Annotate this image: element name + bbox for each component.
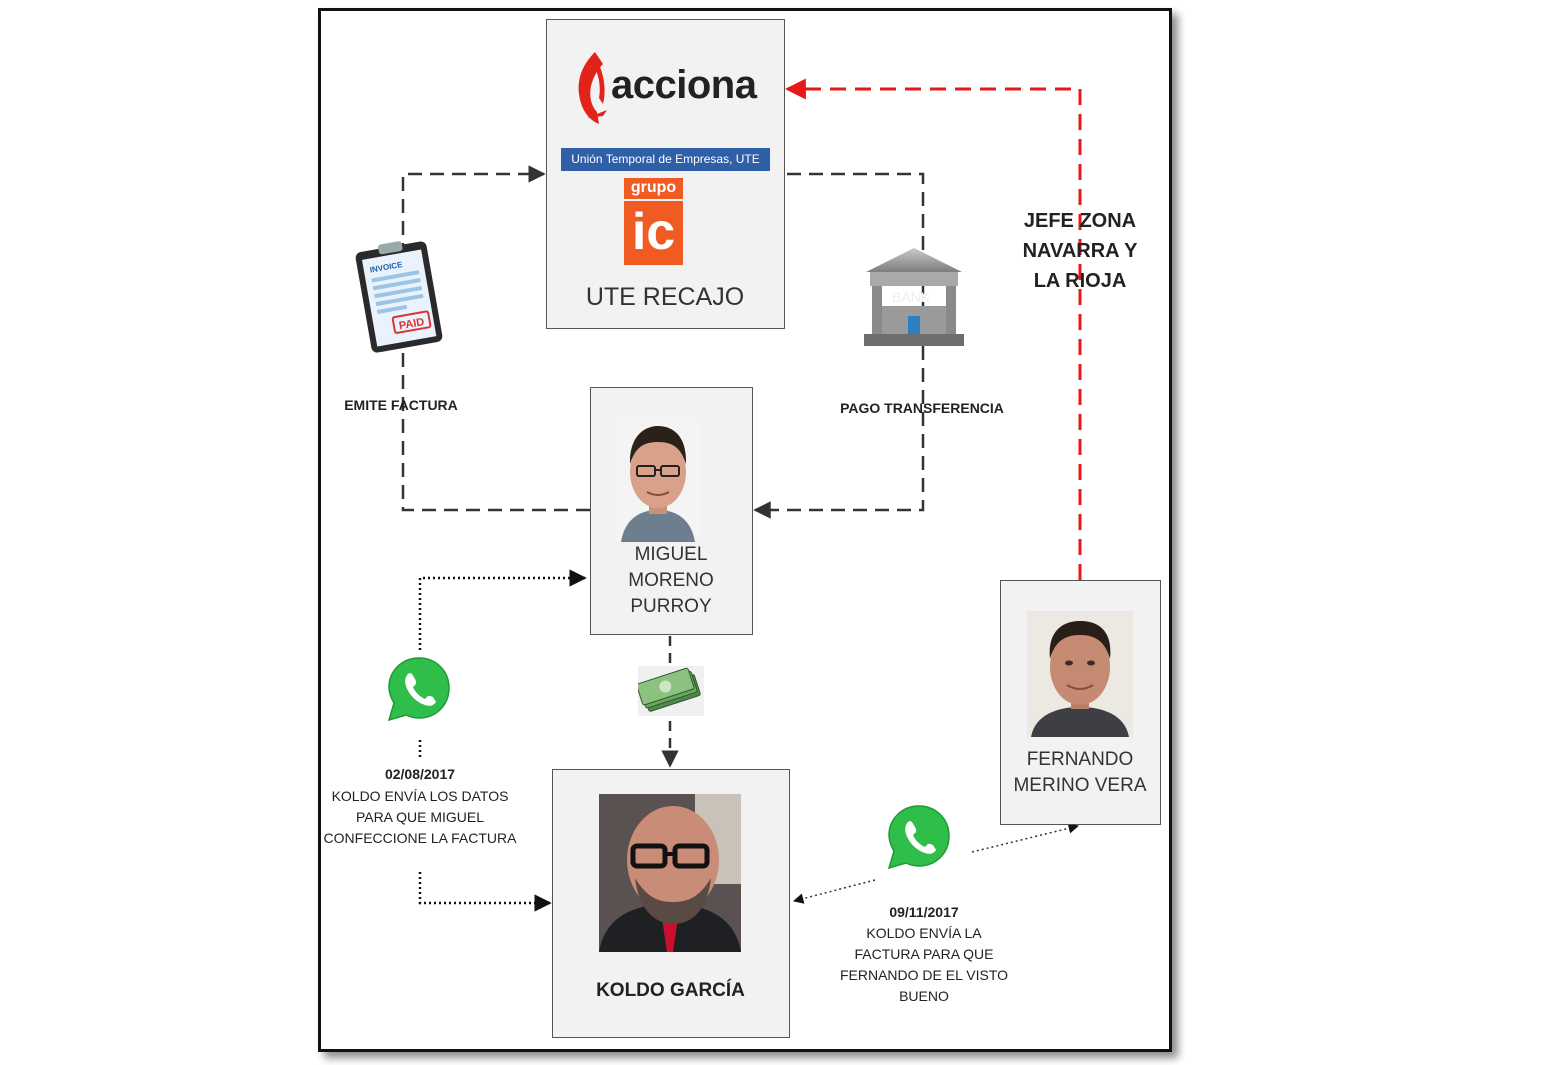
ic-logo-text: ic	[624, 201, 683, 265]
koldo-label: KOLDO GARCÍA	[596, 980, 745, 1001]
invoice-icon: INVOICE PAID	[355, 241, 443, 353]
msg1-text: KOLDO ENVÍA LOS DATOS PARA QUE MIGUEL CO…	[323, 788, 517, 846]
edge-jefe-zona	[784, 78, 1082, 580]
bank-icon: BANK	[864, 248, 964, 346]
msg1-date: 02/08/2017	[384, 766, 456, 782]
whatsapp-icon	[883, 801, 955, 873]
fernando-photo	[1027, 611, 1133, 737]
edge-pago-transferencia	[753, 172, 925, 519]
fernando-node: FERNANDO MERINO VERA	[1000, 580, 1161, 825]
jefe-zona-label: JEFE ZONA NAVARRA Y LA RIOJA	[1022, 210, 1138, 292]
msg2-date: 09/11/2017	[889, 904, 959, 920]
edge-whatsapp-1-up	[418, 569, 587, 650]
acciona-logo-icon	[578, 52, 607, 124]
koldo-photo	[599, 794, 741, 952]
grupo-logo-text: grupo	[624, 178, 683, 199]
edge-whatsapp-2-right	[971, 823, 1080, 853]
paid-stamp: PAID	[398, 316, 425, 332]
edge-whatsapp-2-left	[792, 879, 876, 904]
ute-recajo-node: acciona Unión Temporal de Empresas, UTE …	[546, 19, 785, 329]
koldo-node: KOLDO GARCÍA	[552, 769, 790, 1038]
acciona-logo-text: acciona	[611, 63, 757, 107]
emite-factura-label: EMITE FACTURA	[344, 397, 458, 413]
miguel-photo	[615, 418, 701, 542]
bank-text: BANK	[892, 289, 931, 305]
msg2-text: KOLDO ENVÍA LA FACTURA PARA QUE FERNANDO…	[839, 925, 1009, 1004]
ute-banner: Unión Temporal de Empresas, UTE	[561, 148, 770, 171]
miguel-node: MIGUEL MORENO PURROY	[590, 387, 753, 635]
whatsapp-icon	[383, 653, 455, 725]
edge-whatsapp-1-koldo	[418, 872, 552, 912]
money-icon	[638, 666, 704, 716]
fernando-label: FERNANDO MERINO VERA	[1013, 749, 1147, 796]
pago-transferencia-label: PAGO TRANSFERENCIA	[840, 400, 1004, 416]
ute-recajo-label: UTE RECAJO	[585, 283, 745, 311]
miguel-label: MIGUEL MORENO PURROY	[628, 544, 714, 617]
